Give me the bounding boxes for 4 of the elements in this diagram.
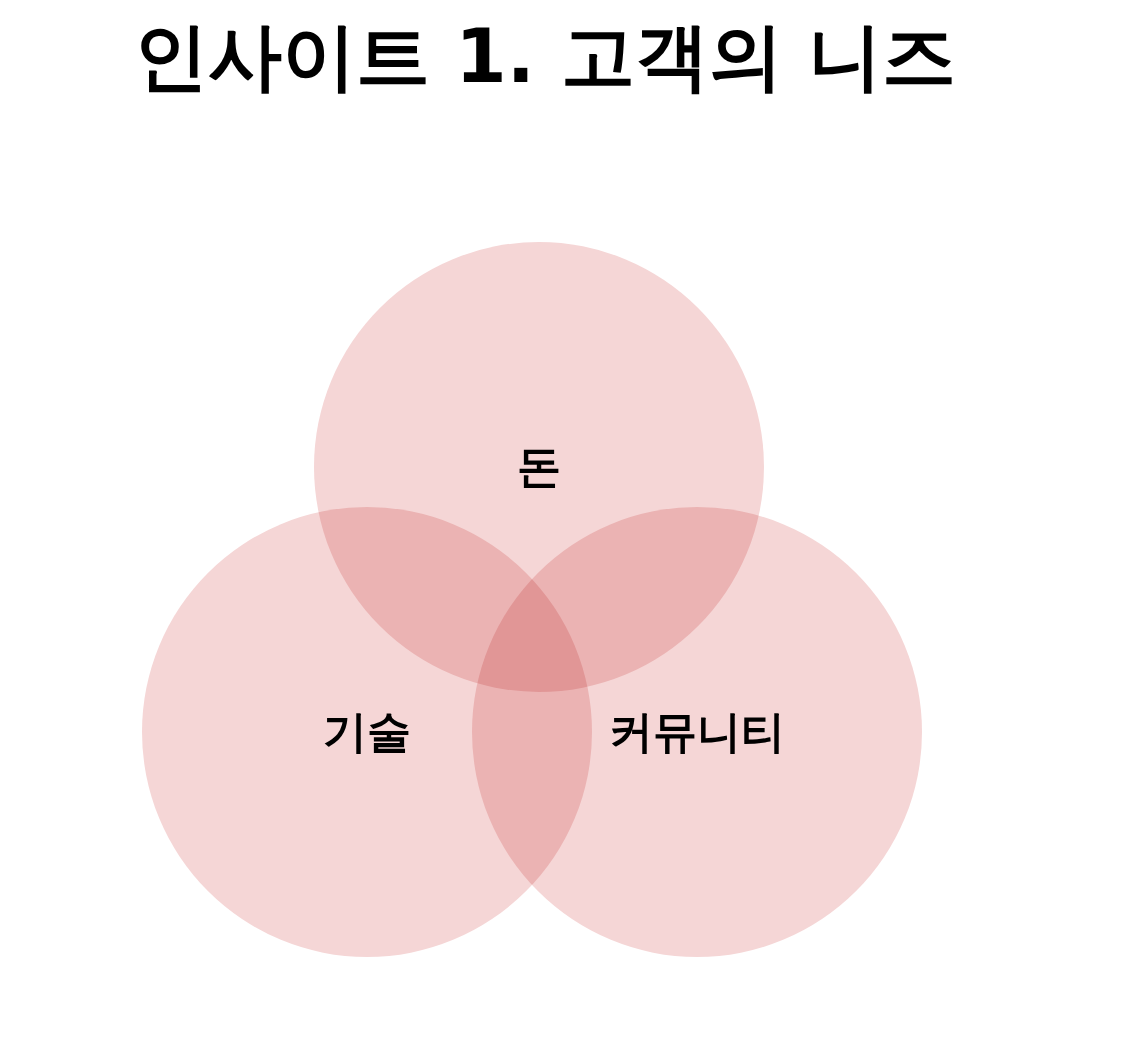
circle-label: 돈 (517, 442, 561, 492)
circle-label: 기술 (323, 707, 411, 757)
title: 인사이트 1. 고객의 니즈 (133, 12, 957, 101)
circle-label: 커뮤니티 (609, 707, 785, 757)
